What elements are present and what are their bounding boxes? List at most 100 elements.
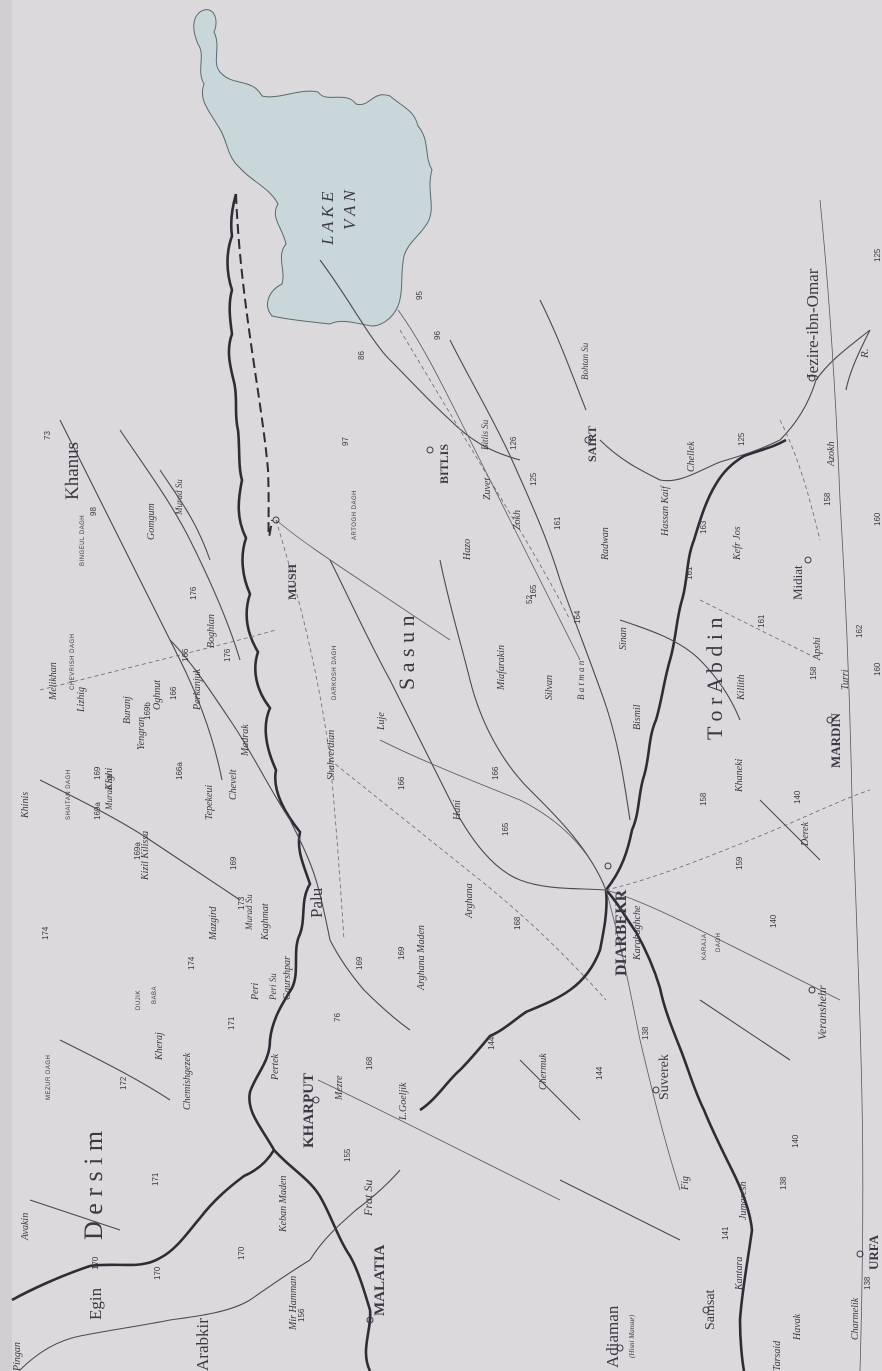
route-number: 176 [189, 586, 198, 600]
paper-edge [0, 0, 12, 1371]
place-label: Keban Maden [278, 1176, 289, 1233]
route-number: 155 [343, 1148, 352, 1162]
route-number: 126 [509, 436, 518, 450]
city-malatia: MALATIA [372, 1244, 388, 1316]
route-number: 160 [873, 512, 882, 526]
place-label: Chellek [686, 441, 697, 472]
roads [275, 199, 864, 1371]
frontier-lines [11, 193, 787, 1371]
river-batman: B a t m a n [576, 660, 586, 700]
place-label: Madrak [240, 724, 251, 757]
place-label: Miafarakin [496, 645, 507, 691]
region-sasun: S a s u n [394, 615, 419, 690]
route-number: 162 [855, 624, 864, 638]
city-jezire: Jezire-ibn-Omar [803, 268, 822, 380]
route-number: 170 [91, 1256, 100, 1270]
place-label: Boghlan [206, 614, 217, 648]
mountain-shaitan-dagh: SHAITAN DAGH [66, 769, 72, 820]
rivers [19, 259, 871, 1371]
city-mardin: MARDIN [828, 713, 843, 768]
place-label: Chevelt [228, 769, 239, 800]
river-murad-su-3: Murad Su [104, 774, 114, 811]
place-label: Turri [840, 669, 851, 690]
route-number: 165 [529, 584, 538, 598]
route-number: 166 [397, 776, 406, 790]
town-markers [272, 374, 864, 1352]
city-khanus: Khanus [62, 442, 83, 500]
place-label: Tepekeui [204, 785, 215, 820]
route-number: 98 [89, 507, 98, 516]
place-label: Kantara [734, 1257, 745, 1291]
lake-van-label-2: V A N [340, 189, 359, 230]
route-number: 76 [333, 1013, 342, 1022]
city-midiat: Midiat [790, 565, 805, 600]
lake-van-label-1: L A K E [318, 191, 337, 246]
route-number: 95 [415, 291, 424, 300]
city-sairt: SAIRT [585, 426, 599, 462]
place-label: Mir Hamman [288, 1276, 299, 1331]
place-label: Radwan [600, 527, 611, 561]
city-adiaman-sub: (Hisni Mansur) [628, 1314, 636, 1358]
route-number: 166a [175, 762, 184, 780]
lake-van-shape [193, 9, 433, 327]
route-number: 170 [153, 1266, 162, 1280]
route-number: 156 [297, 1308, 306, 1322]
place-label: L.Goeljik [398, 1082, 409, 1121]
route-number: 169 [397, 946, 406, 960]
place-label: Hani [452, 800, 463, 821]
place-label: Khaneki [734, 758, 745, 793]
mountain-baba: BABA [152, 986, 158, 1004]
mountain-chevrish-dagh: CHEVRISH DAGH [70, 633, 76, 690]
place-label: Perkanjuk [192, 668, 203, 711]
place-label: Kaghmat [260, 903, 271, 941]
place-label: Pertek [270, 1053, 281, 1081]
place-label: Mazgird [208, 905, 219, 941]
route-number: 144 [487, 1036, 496, 1050]
route-number: 140 [769, 914, 778, 928]
place-label: Bismil [632, 704, 643, 730]
place-label: Killith [736, 674, 747, 701]
river-frat-su: Frat Su [361, 1180, 375, 1217]
place-label: Kighi [104, 768, 115, 791]
river-bohtan-su: Bohtan Su [580, 342, 590, 380]
mountain-dagh: DAGH [716, 933, 722, 952]
route-number: 173 [237, 896, 246, 910]
route-number: 144 [595, 1066, 604, 1080]
place-label: Lizhig [76, 687, 87, 713]
place-label: Silvan [544, 675, 555, 700]
route-number: 97 [341, 437, 350, 446]
place-label: Tarsaid [772, 1340, 783, 1371]
route-number: 171 [151, 1172, 160, 1186]
mountain-bingeul-dagh: BINGEUL DAGH [80, 515, 86, 566]
route-number: 166 [181, 648, 190, 662]
route-number: 52 [525, 595, 534, 604]
place-label: Peri [250, 983, 261, 1001]
place-label: Azokh [826, 442, 837, 467]
place-label: Derek [800, 821, 811, 847]
route-number: 170 [237, 1246, 246, 1260]
place-label: Khinis [20, 792, 31, 819]
place-label: Kheraj [154, 1032, 165, 1061]
place-label: Hassan Kaif [660, 485, 671, 537]
city-palu: Palu [307, 887, 326, 918]
place-label: Arghana Maden [416, 925, 427, 991]
route-number: 140 [791, 1134, 800, 1148]
city-veranshehr: Veranshehr [815, 985, 829, 1040]
place-label: Luje [376, 712, 387, 731]
route-number: 140 [793, 790, 802, 804]
city-bitlis: BITLIS [437, 444, 451, 484]
route-number: 172 [119, 1076, 128, 1090]
place-label: Kefr Jos [732, 526, 743, 561]
mountain-labels: MEZUR DAGH DUJIK BABA SHAITAN DAGH CHEVR… [46, 490, 722, 1100]
mountain-mezur-dagh: MEZUR DAGH [46, 1055, 52, 1100]
tracks [39, 329, 871, 1001]
route-number: 138 [863, 1276, 872, 1290]
city-suverek: Suverek [657, 1054, 672, 1100]
route-number: 158 [823, 492, 832, 506]
route-number: 138 [641, 1026, 650, 1040]
route-number: 169a [133, 842, 142, 860]
route-number: 138 [779, 1176, 788, 1190]
route-number: 169a [93, 802, 102, 820]
